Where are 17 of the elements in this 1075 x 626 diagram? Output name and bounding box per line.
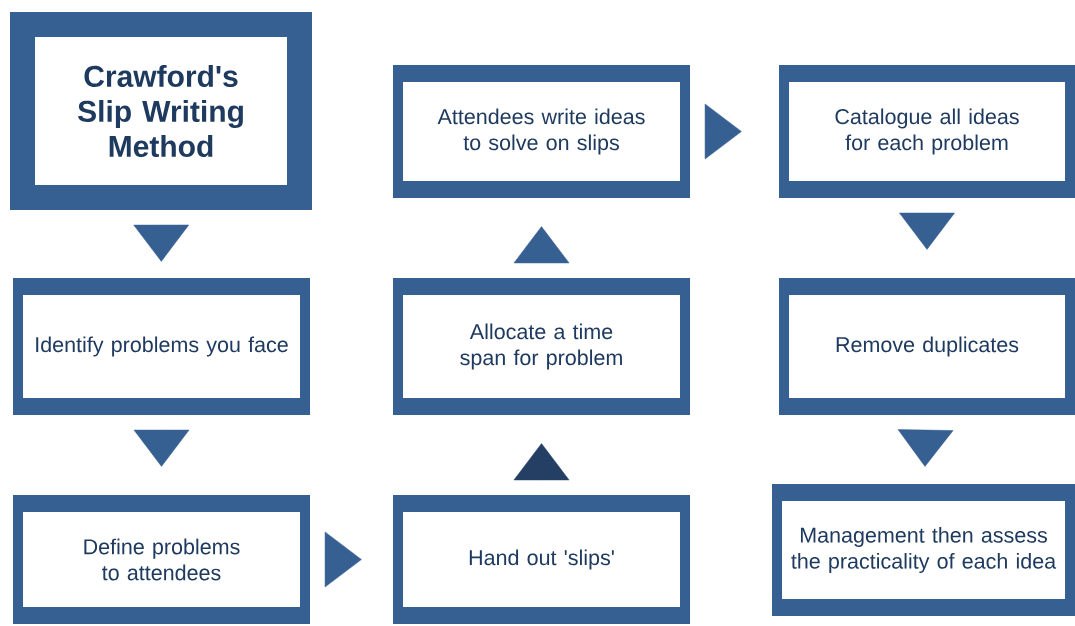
arrow <box>133 224 190 262</box>
arrow <box>513 443 570 481</box>
process-box: Management then assess the practicality of each idea <box>772 484 1075 616</box>
arrow <box>897 429 954 467</box>
process-box: Allocate a time span for problem <box>393 278 690 415</box>
process-box: Hand out 'slips' <box>393 495 690 624</box>
arrow <box>704 103 742 160</box>
process-box: Attendees write ideas to solve on slips <box>393 65 690 198</box>
arrow <box>133 429 190 467</box>
title-box: Crawford's Slip Writing Method <box>10 12 312 210</box>
process-box: Catalogue all ideas for each problem <box>779 65 1075 198</box>
arrow <box>899 212 955 250</box>
process-box: Remove duplicates <box>779 278 1075 415</box>
arrow <box>513 226 570 264</box>
arrow <box>324 531 362 588</box>
process-box: Identify problems you face <box>13 278 310 415</box>
process-box: Define problems to attendees <box>13 495 310 624</box>
